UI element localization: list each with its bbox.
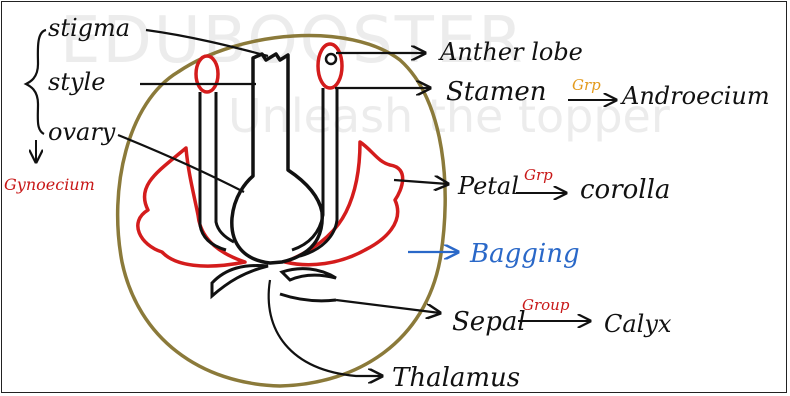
right-anther xyxy=(318,44,342,88)
left-sepal xyxy=(212,266,268,296)
lower-sepal xyxy=(280,294,336,301)
label-thalamus: Thalamus xyxy=(392,363,520,393)
label-petal: Petal xyxy=(457,172,519,200)
label-sepal-group: Group xyxy=(522,296,570,314)
ovary-leader xyxy=(118,135,244,192)
left-stamen-filament xyxy=(200,92,226,250)
label-bagging: Bagging xyxy=(469,239,580,269)
label-anther-lobe: Anther lobe xyxy=(438,38,583,66)
label-ovary: ovary xyxy=(48,118,116,146)
label-petal-grp: Grp xyxy=(524,166,553,184)
left-anther xyxy=(196,56,218,92)
label-stigma: stigma xyxy=(48,14,130,42)
label-gynoecium: Gynoecium xyxy=(4,175,95,194)
anther-lobe-dot xyxy=(326,54,336,64)
label-androecium: Androecium xyxy=(620,82,770,110)
label-style: style xyxy=(48,68,105,96)
label-stamen: Stamen xyxy=(446,77,547,107)
label-corolla: corolla xyxy=(580,175,670,205)
label-stamen-grp: Grp xyxy=(572,76,601,94)
pistil xyxy=(232,54,322,263)
gynoecium-brace xyxy=(26,30,46,134)
right-sepal xyxy=(282,269,336,280)
label-sepal: Sepal xyxy=(452,307,526,337)
label-calyx: Calyx xyxy=(604,310,672,338)
